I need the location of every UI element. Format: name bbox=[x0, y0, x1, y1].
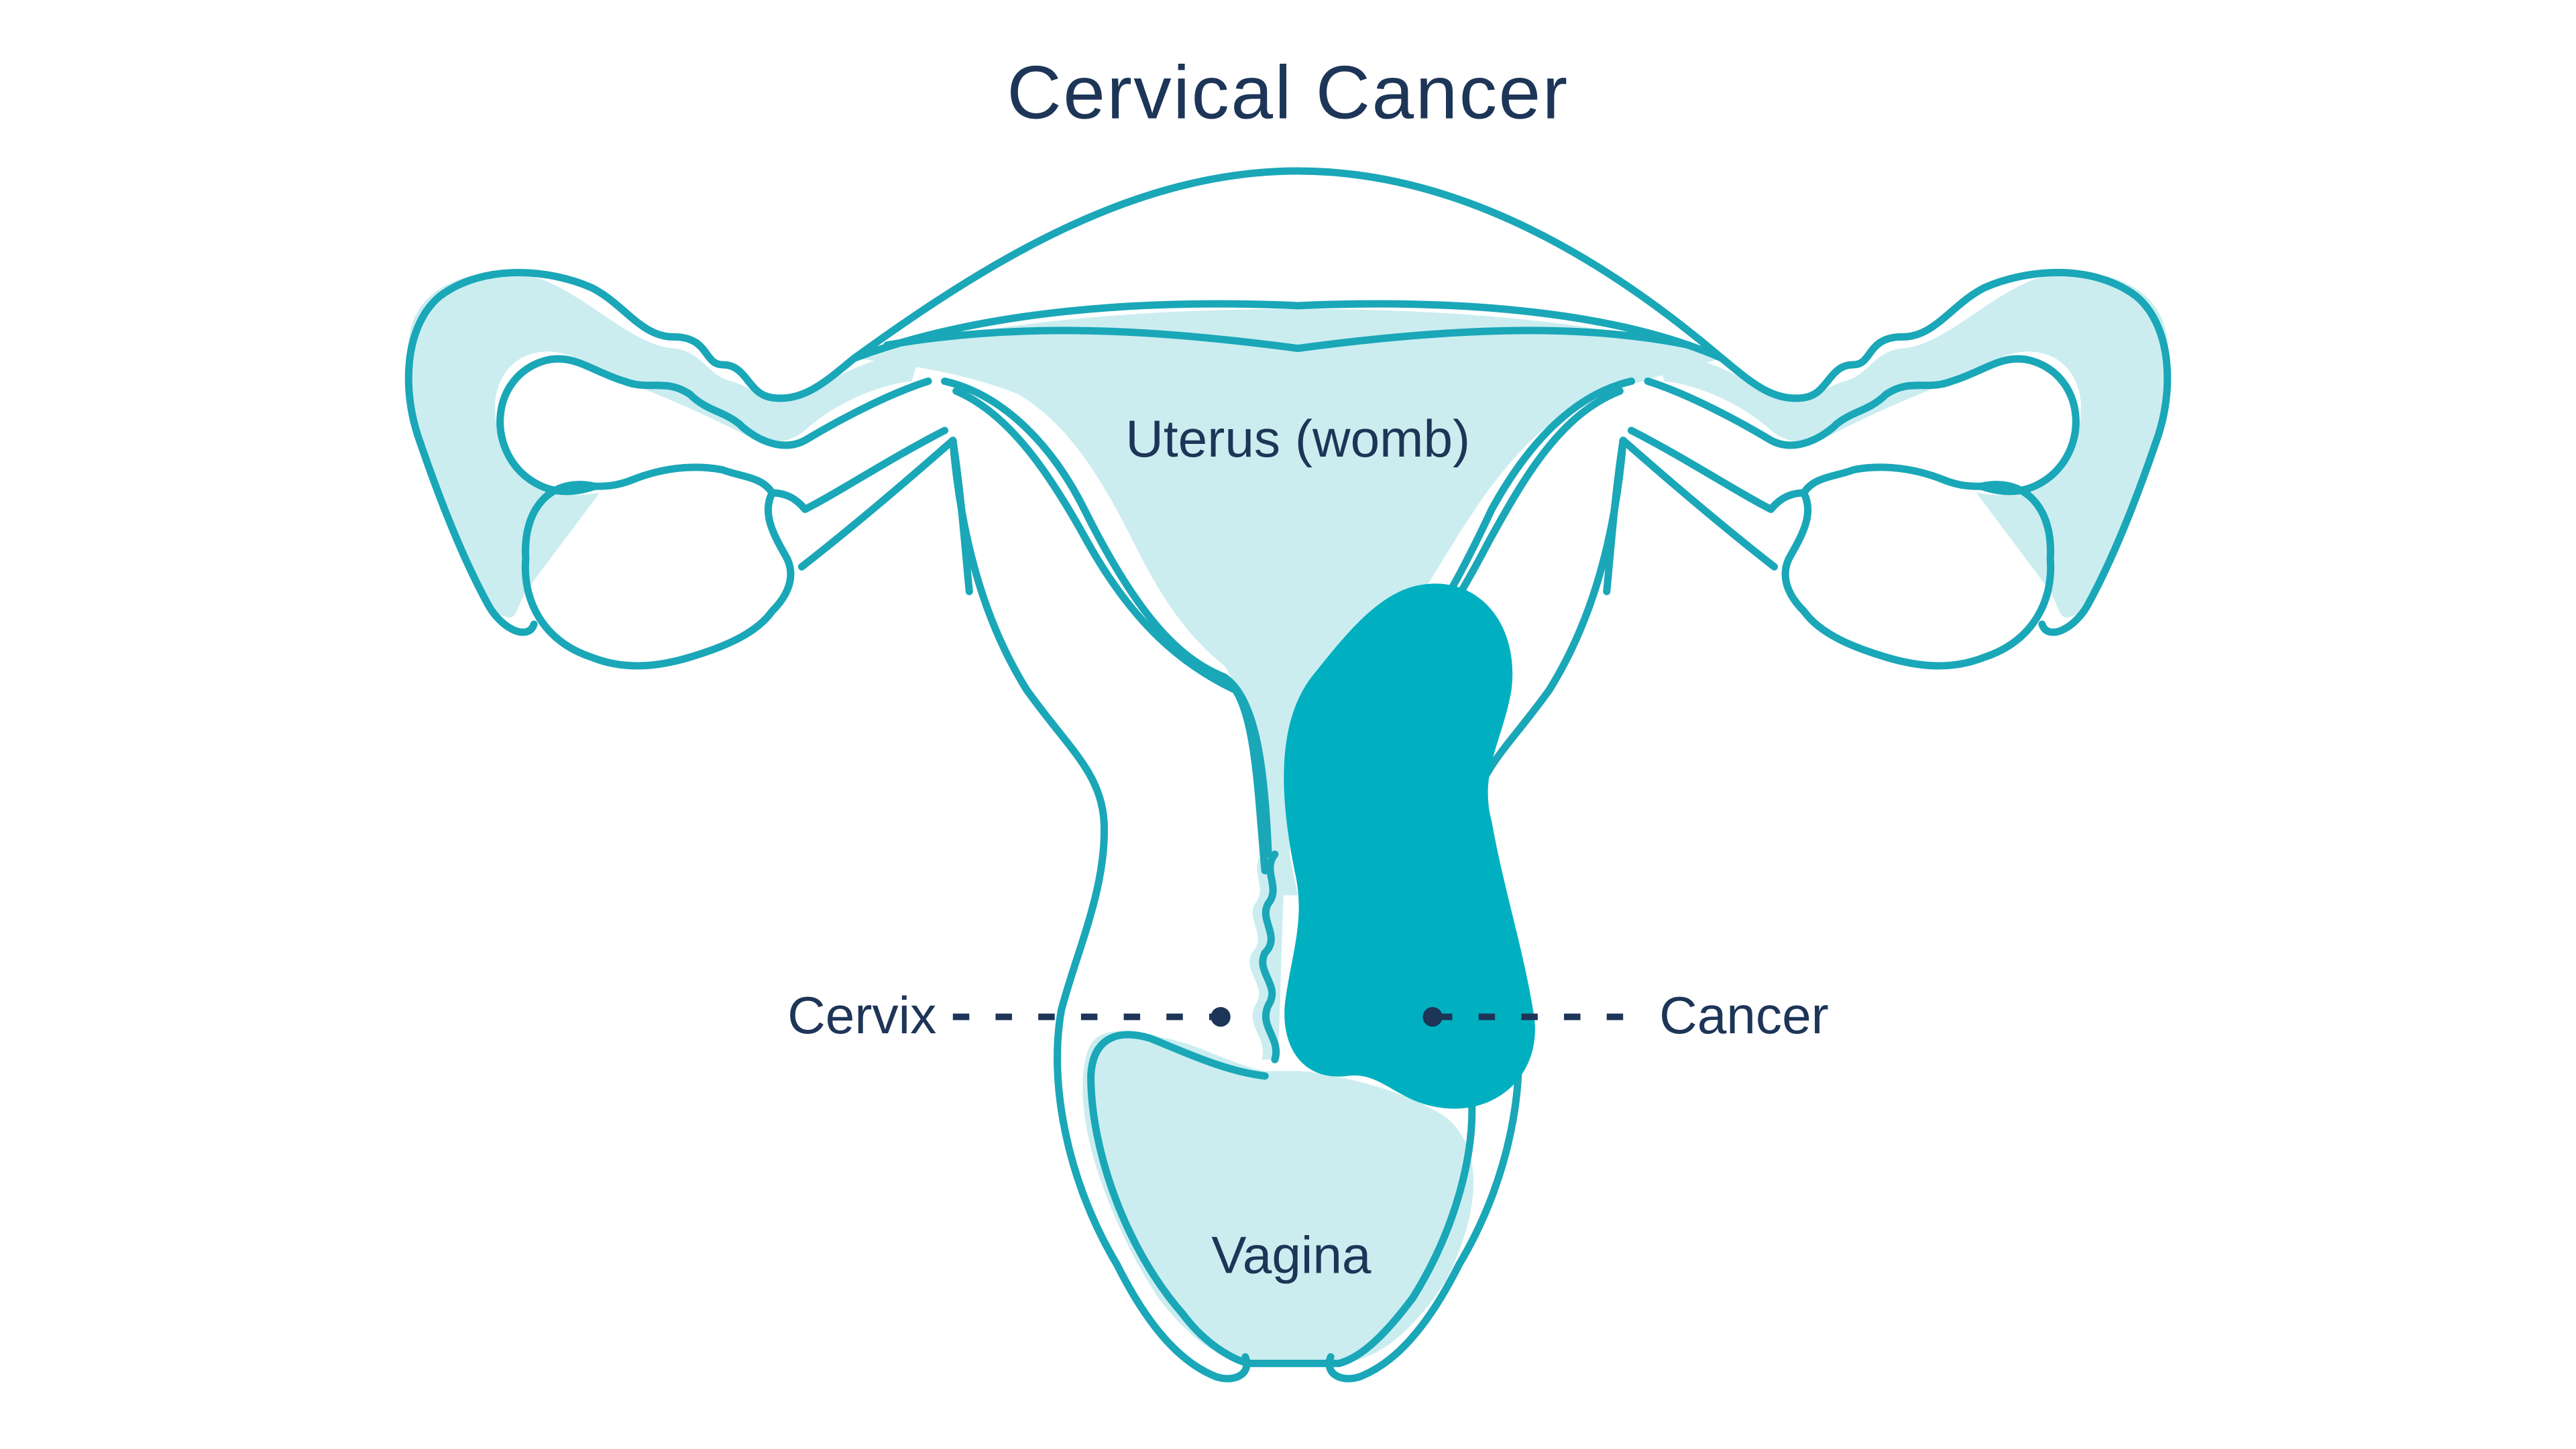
uterus-cavity-left bbox=[941, 378, 1272, 858]
uterus-top-ridge bbox=[850, 300, 1726, 362]
tissue-fills bbox=[406, 272, 2170, 1364]
uterus-cavity-left-2 bbox=[952, 387, 1269, 875]
broad-ligament-arch bbox=[850, 167, 1726, 362]
diagram-title: Cervical Cancer bbox=[1007, 50, 1569, 135]
left-tube-fill bbox=[406, 272, 920, 618]
cancer-tumor bbox=[1284, 583, 1535, 1109]
vagina-label: Vagina bbox=[1211, 1226, 1371, 1285]
uterus-label: Uterus (womb) bbox=[1125, 409, 1470, 468]
uterus-top-ridge-inner bbox=[883, 327, 1693, 353]
cervix-label: Cervix bbox=[787, 986, 936, 1045]
left-tube-outer bbox=[404, 269, 858, 636]
right-tube-fill bbox=[1656, 272, 2170, 618]
cancer-pointer-dot bbox=[1422, 1006, 1443, 1027]
cancer-label: Cancer bbox=[1659, 986, 1829, 1045]
cervix-wavy-line bbox=[1259, 850, 1280, 1063]
anatomy-outlines bbox=[404, 167, 2172, 1383]
right-tube-inner bbox=[1644, 355, 2080, 496]
right-ovary-ligament bbox=[1627, 426, 1808, 514]
left-ovary bbox=[521, 463, 795, 670]
vagina-fill bbox=[1082, 1031, 1474, 1364]
uterus-fill bbox=[854, 308, 1722, 896]
left-outer-wall bbox=[949, 437, 1251, 1383]
left-tube-inner bbox=[496, 355, 932, 496]
cervix-pointer-dot bbox=[1211, 1006, 1231, 1027]
vagina-inner bbox=[1087, 1031, 1476, 1367]
left-ovary-ligament bbox=[768, 426, 949, 514]
right-tube-outer bbox=[1718, 269, 2172, 636]
right-ovary bbox=[1781, 463, 2055, 670]
